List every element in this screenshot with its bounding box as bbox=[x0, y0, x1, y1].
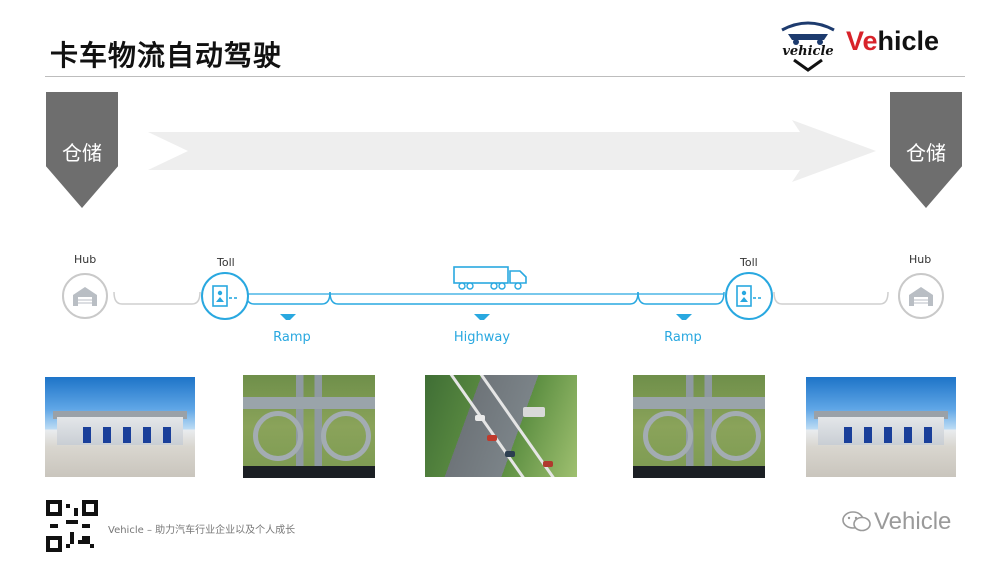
warehouse-icon bbox=[73, 287, 97, 306]
qr-code bbox=[46, 500, 98, 552]
warehouse-icon bbox=[909, 287, 933, 306]
title-divider bbox=[45, 76, 965, 77]
toll-label-right: Toll bbox=[740, 256, 758, 269]
hub-label-right: Hub bbox=[909, 253, 932, 266]
hub-node-right bbox=[898, 273, 944, 319]
flow-arrow bbox=[148, 120, 876, 182]
highway-photo bbox=[425, 375, 577, 477]
toll-booth-icon bbox=[736, 285, 761, 307]
brand-logo: vehicle bbox=[772, 10, 972, 72]
wechat-icon bbox=[842, 510, 872, 538]
segment-label-highway: Highway bbox=[453, 330, 511, 345]
route-lines bbox=[113, 291, 889, 320]
brand-accent: Ve bbox=[846, 26, 878, 56]
ramp-aerial-photo-left bbox=[243, 375, 375, 478]
toll-node-right bbox=[725, 272, 773, 320]
page-title: 卡车物流自动驾驶 bbox=[50, 39, 283, 72]
toll-label-left: Toll bbox=[217, 256, 235, 269]
warehouse-photo-left bbox=[45, 377, 195, 477]
storage-label-left: 仓储 bbox=[62, 141, 102, 165]
vehicle-logo-icon: vehicle bbox=[781, 21, 835, 72]
watermark-text: Vehicle bbox=[874, 508, 952, 535]
hub-label-left: Hub bbox=[74, 253, 97, 266]
footer-tagline: Vehicle – 助力汽车行业企业以及个人成长 bbox=[108, 525, 296, 536]
segment-label-ramp-right: Ramp bbox=[664, 330, 702, 345]
truck-icon bbox=[453, 266, 527, 290]
ramp-aerial-photo-right bbox=[633, 375, 765, 478]
storage-label-right: 仓储 bbox=[906, 141, 946, 165]
hub-node-left bbox=[62, 273, 108, 319]
toll-booth-icon bbox=[212, 285, 237, 307]
logo-wordmark: vehicle bbox=[782, 44, 833, 59]
brand-rest: hicle bbox=[877, 26, 940, 56]
segment-label-ramp-left: Ramp bbox=[273, 330, 311, 345]
toll-node-left bbox=[201, 272, 249, 320]
warehouse-photo-right bbox=[806, 377, 956, 477]
brand-name: Vehicle bbox=[846, 26, 939, 57]
